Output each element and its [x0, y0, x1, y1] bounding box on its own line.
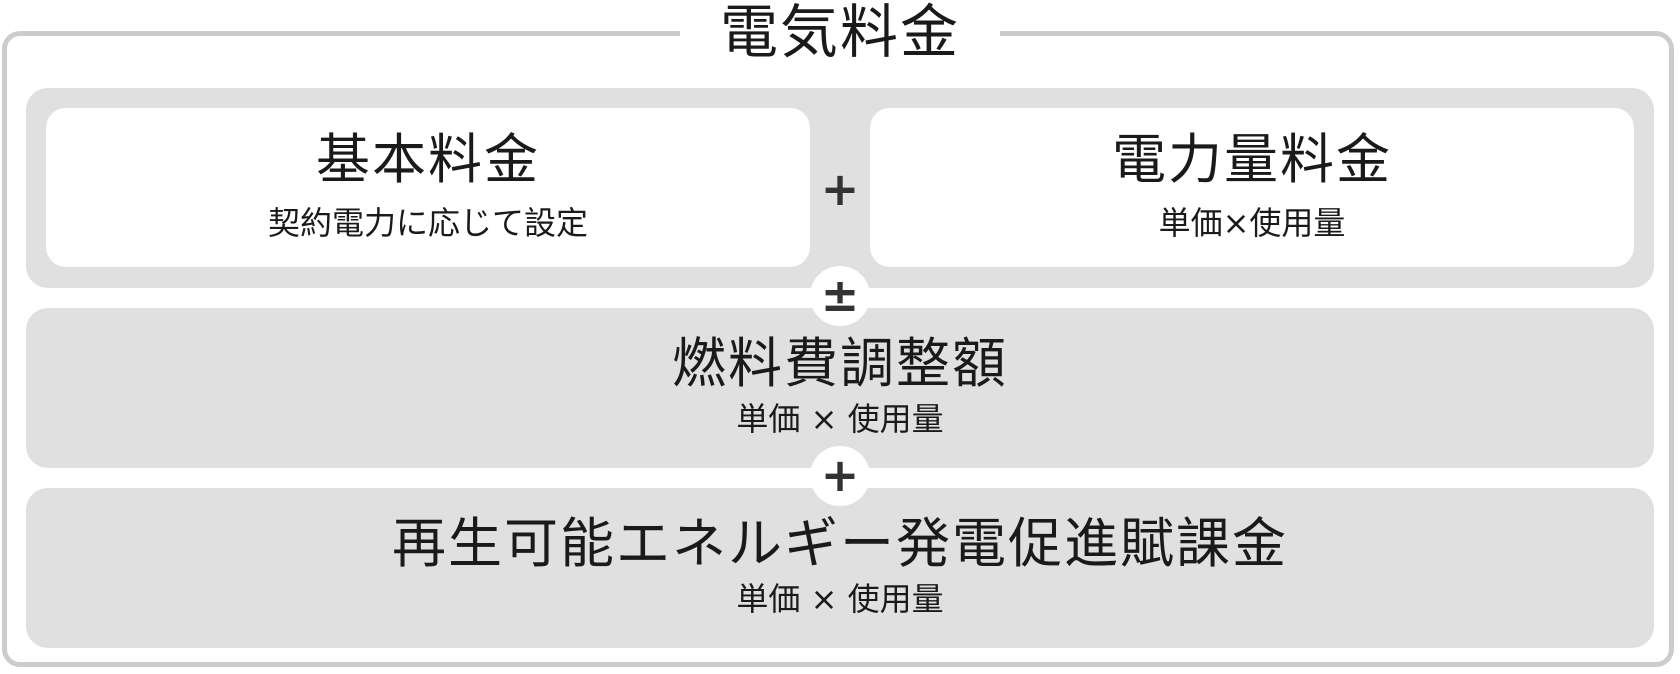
plus-icon: + — [810, 446, 870, 506]
basic-charge-subtitle: 契約電力に応じて設定 — [267, 204, 588, 242]
renewable-surcharge-subtitle: 単価 × 使用量 — [736, 580, 944, 618]
plus-icon: + — [820, 162, 860, 216]
fuel-adjustment-subtitle: 単価 × 使用量 — [736, 400, 944, 438]
fuel-adjustment-title: 燃料費調整額 — [672, 332, 1008, 395]
basic-charge-title: 基本料金 — [316, 128, 540, 191]
fuel-adjustment-panel: 燃料費調整額 単価 × 使用量 — [26, 308, 1654, 468]
energy-charge-title: 電力量料金 — [1112, 128, 1392, 191]
diagram-title: 電気料金 — [680, 0, 1000, 68]
renewable-surcharge-panel: 再生可能エネルギー発電促進賦課金 単価 × 使用量 — [26, 488, 1654, 648]
basic-charge-card: 基本料金 契約電力に応じて設定 — [46, 108, 810, 267]
energy-charge-subtitle: 単価×使用量 — [1158, 204, 1346, 242]
energy-charge-card: 電力量料金 単価×使用量 — [870, 108, 1634, 267]
renewable-surcharge-title: 再生可能エネルギー発電促進賦課金 — [392, 512, 1288, 575]
plus-minus-icon: ± — [810, 266, 870, 326]
